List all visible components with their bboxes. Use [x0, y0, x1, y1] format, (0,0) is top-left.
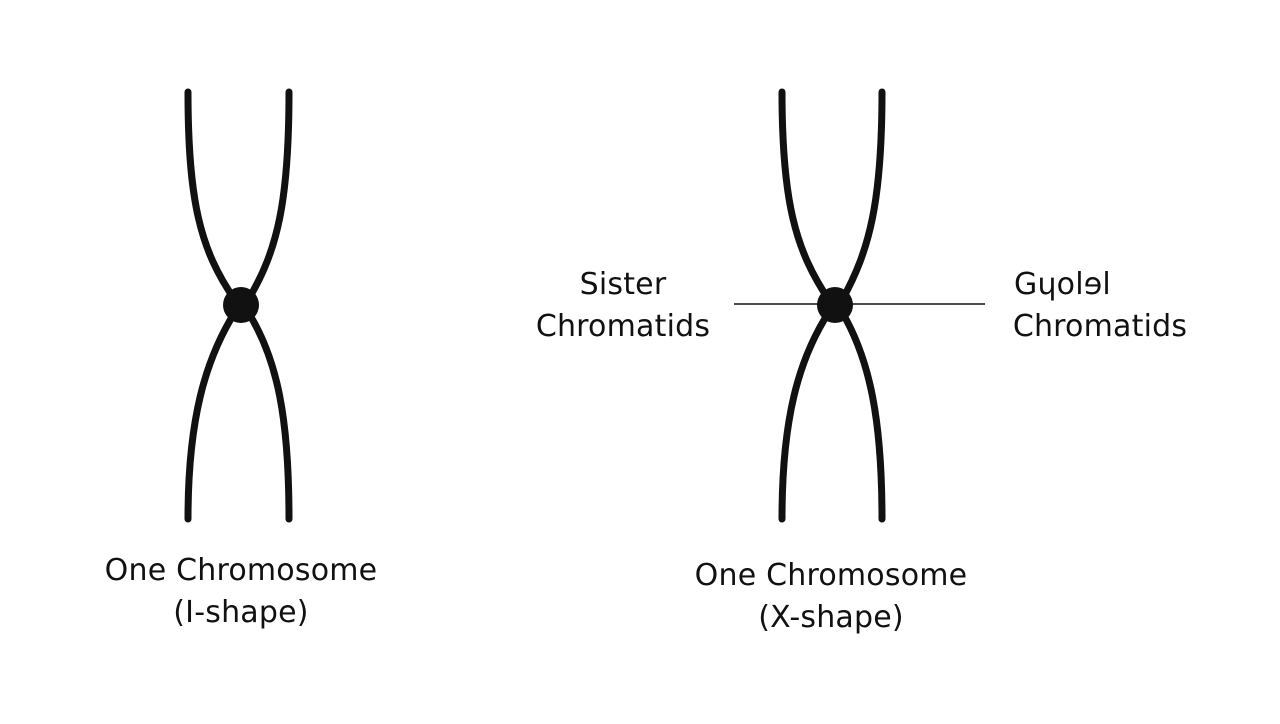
left-callout-line1: Sister — [579, 267, 667, 302]
right-chromatid-upper-left — [778, 88, 833, 304]
left-chromatid-lower-right — [244, 308, 293, 523]
right-figure-caption: One Chromosome (X-shape) — [650, 555, 1012, 639]
left-chromatid-upper-right — [244, 88, 293, 304]
right-chromosome-icon — [778, 88, 886, 523]
right-caption-line2: (X-shape) — [758, 600, 904, 635]
right-chromatid-lower-left — [778, 308, 833, 523]
right-callout-line2: Chromatids — [1012, 309, 1188, 344]
left-chromatid-lower-left — [184, 308, 239, 523]
right-callout-line1: Gɥolɘl — [1014, 267, 1111, 302]
left-caption-line2: (I-shape) — [173, 595, 309, 630]
left-chromosome-icon — [184, 88, 293, 523]
left-figure-caption: One Chromosome (I-shape) — [60, 550, 422, 634]
right-chromatid-upper-right — [838, 88, 886, 304]
left-chromatid-upper-left — [184, 88, 239, 304]
right-caption-line1: One Chromosome — [694, 558, 968, 593]
right-chromatid-lower-right — [838, 308, 886, 523]
left-caption-line1: One Chromosome — [104, 553, 378, 588]
sister-chromatids-callout: Sister Chromatids — [518, 264, 728, 348]
right-centromere-icon — [817, 287, 853, 323]
left-centromere-icon — [223, 287, 259, 323]
right-chromatids-callout: Gɥolɘl Chromatids — [990, 264, 1210, 348]
left-callout-line2: Chromatids — [535, 309, 711, 344]
